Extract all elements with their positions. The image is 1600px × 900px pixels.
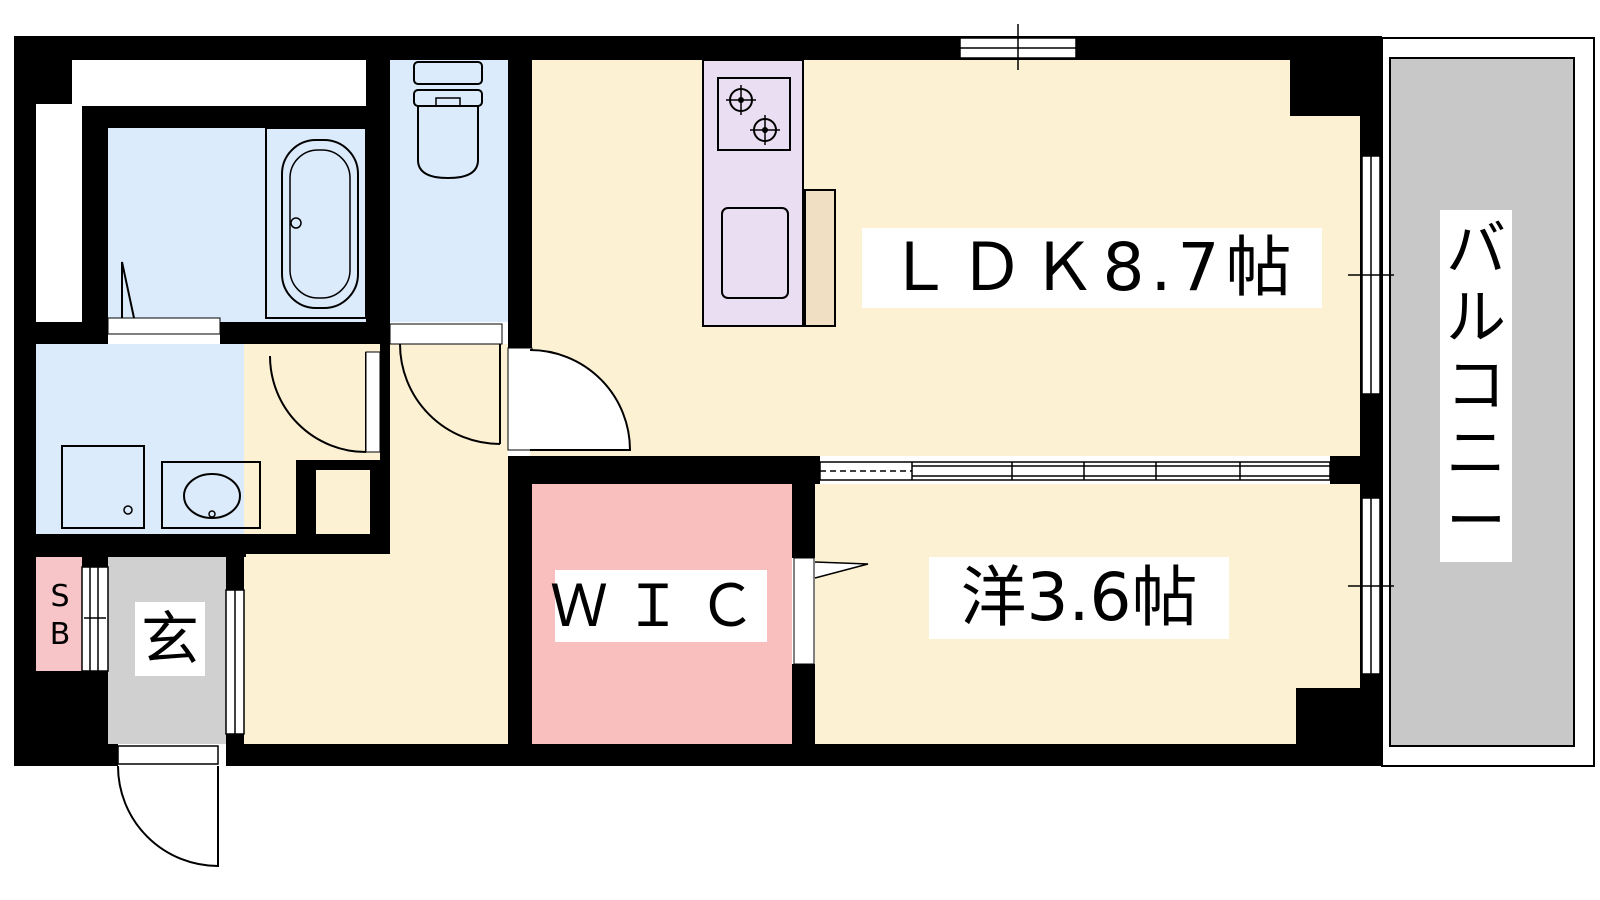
shoebox: [36, 557, 82, 671]
ldk-label: ＬＤＫ8.7帖: [862, 228, 1322, 308]
washbasin: [161, 461, 261, 529]
bathroom-floor: [108, 128, 366, 324]
entrance-label: 玄: [135, 602, 205, 676]
stove: [717, 77, 791, 151]
refrigerator-space: [804, 189, 836, 327]
entrance-door: [117, 765, 219, 868]
closet-area-top-left: [36, 60, 366, 112]
toilet-door: [399, 343, 501, 445]
shoebox-label-b: B: [49, 617, 71, 652]
balcony-char: ル: [1446, 283, 1506, 353]
shoebox-label-s: S: [50, 579, 70, 614]
washing-machine-space: [61, 445, 145, 529]
balcony-char: バ: [1446, 215, 1506, 285]
walls: [14, 36, 1382, 766]
balcony-char: ニ: [1446, 419, 1506, 489]
sliding-door: [819, 461, 1331, 481]
kitchen-sink: [721, 207, 789, 299]
toilet-bowl: [417, 105, 479, 180]
wic-door: [814, 561, 869, 579]
drain-icon: [290, 217, 302, 229]
toilet-floor: [390, 60, 508, 322]
balcony-char: ー: [1446, 487, 1506, 557]
balcony-char: コ: [1446, 351, 1506, 421]
shoebox-label: S B: [38, 576, 82, 656]
toilet-tank: [413, 61, 483, 85]
shower-icon: [121, 261, 135, 319]
balcony-label: バ ル コ ニ ー: [1440, 210, 1512, 562]
ldk-door: [529, 349, 632, 451]
wic-label: ＷＩＣ: [550, 570, 773, 642]
western-room-label: 洋3.6帖: [929, 557, 1229, 639]
